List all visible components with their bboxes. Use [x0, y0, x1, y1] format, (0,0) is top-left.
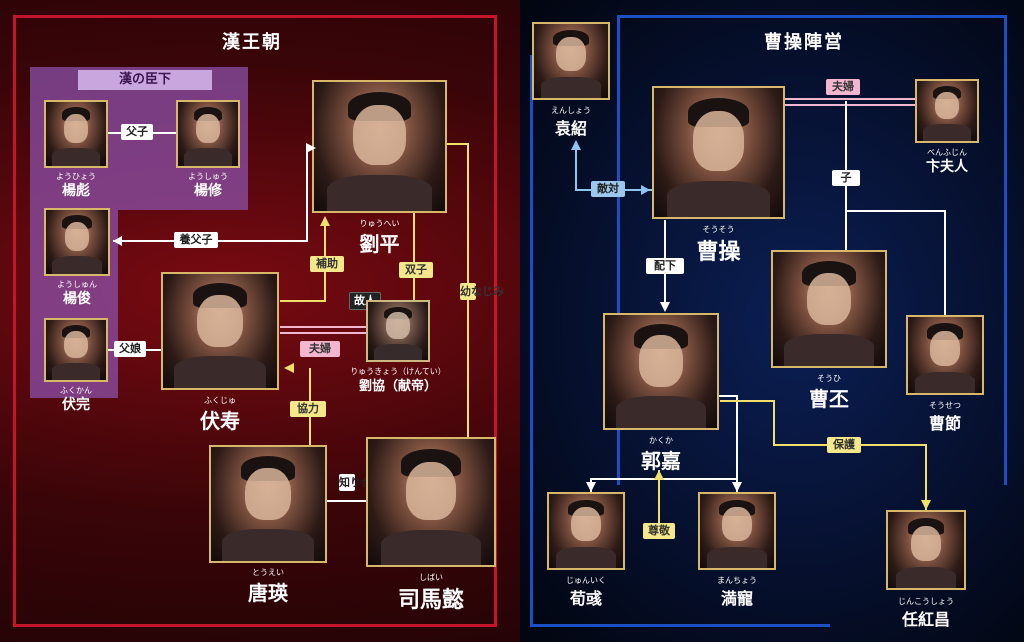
tag-childhood-friends: 幼なじみ — [460, 283, 504, 300]
name-yang-biao: 楊彪 — [62, 183, 90, 199]
line-couple-han-2 — [280, 332, 366, 334]
name-sima-yi: 司馬懿 — [397, 587, 464, 613]
line-child-h — [845, 210, 945, 212]
tag-couple-cao: 夫婦 — [826, 79, 860, 95]
line-protect-h1 — [720, 400, 775, 402]
line-subordinate-man — [736, 395, 738, 492]
line-assist-h — [280, 300, 326, 302]
portrait-fu-wan — [44, 318, 108, 382]
portrait-lady-bian — [915, 79, 979, 143]
ruby-yang-biao: ようひょう — [56, 172, 96, 181]
line-subordinate-h — [590, 478, 738, 480]
name-yang-jun: 楊俊 — [63, 291, 91, 307]
name-man-chong: 満寵 — [720, 589, 753, 608]
name-cao-cao: 曹操 — [696, 239, 741, 265]
tag-adoptive: 養父子 — [174, 232, 218, 248]
tag-acquainted: 知り合う — [339, 474, 383, 491]
name-liu-xie: 劉協（献帝） — [358, 379, 437, 394]
portrait-cao-jie — [906, 315, 984, 395]
portrait-yang-xiu — [176, 100, 240, 168]
name-fu-wan: 伏完 — [62, 397, 90, 413]
portrait-yang-biao — [44, 100, 108, 168]
han-dynasty-title: 漢王朝 — [222, 32, 282, 53]
ruby-sima-yi: しばい — [419, 573, 443, 582]
line-couple-han-1 — [280, 326, 366, 328]
line-child-v2 — [944, 210, 946, 315]
ruby-man-chong: まんちょう — [717, 576, 757, 585]
ruby-guo-jia: かくか — [649, 436, 673, 445]
ruby-lady-bian: べんふじん — [927, 148, 967, 157]
tag-father-son: 父子 — [121, 124, 153, 140]
tag-couple-han: 夫婦 — [300, 341, 340, 357]
ruby-yuan-shao: えんしょう — [551, 106, 591, 115]
ruby-cao-cao: そうそう — [702, 225, 735, 234]
portrait-guo-jia — [603, 313, 719, 430]
ruby-fu-shou: ふくじゅ — [204, 396, 236, 405]
tag-hostile: 敵対 — [591, 181, 625, 197]
name-lady-bian: 卞夫人 — [926, 159, 968, 175]
cao-camp-frame-lower — [530, 55, 830, 627]
ruby-cao-pi: そうひ — [817, 374, 841, 383]
tag-child: 子 — [832, 170, 860, 186]
portrait-tang-ying — [209, 445, 327, 563]
portrait-cao-cao — [652, 86, 785, 219]
name-xun-yu: 荀彧 — [569, 589, 602, 608]
name-ren-hongchang: 任紅昌 — [901, 610, 950, 629]
tag-subordinate: 配下 — [646, 258, 684, 274]
portrait-liu-ping — [312, 80, 447, 213]
name-cao-jie: 曹節 — [928, 414, 961, 433]
cao-camp-title: 曹操陣営 — [764, 32, 844, 53]
portrait-cao-pi — [771, 250, 887, 368]
ruby-liu-ping: りゅうへい — [359, 219, 400, 228]
line-hostile-v — [575, 148, 577, 190]
ruby-fu-wan: ふくかん — [60, 386, 92, 395]
line-couple-cao-1 — [785, 98, 915, 100]
cao-camp-frame-upper — [617, 15, 1007, 485]
name-yuan-shao: 袁紹 — [554, 119, 587, 138]
tag-father-daughter: 父娘 — [114, 341, 146, 357]
ruby-cao-jie: そうせつ — [929, 401, 961, 410]
ruby-xun-yu: じゅんいく — [566, 576, 606, 585]
name-guo-jia: 郭嘉 — [641, 449, 681, 473]
portrait-yuan-shao — [532, 22, 610, 100]
portrait-liu-xie — [366, 300, 430, 362]
han-dynasty-frame — [13, 15, 497, 627]
line-protect-v — [773, 400, 775, 446]
ruby-tang-ying: とうえい — [252, 568, 284, 577]
name-liu-ping: 劉平 — [359, 232, 400, 256]
line-twins — [413, 212, 415, 300]
line-couple-cao-2 — [785, 104, 915, 106]
name-yang-xiu: 楊修 — [194, 183, 222, 199]
line-adoptive-up — [306, 148, 308, 242]
portrait-xun-yu — [547, 492, 625, 570]
name-cao-pi: 曹丕 — [809, 387, 849, 411]
tag-cooperate: 協力 — [290, 401, 326, 417]
line-respect — [658, 470, 660, 532]
line-subordinate-xun — [590, 478, 592, 492]
line-acquainted — [326, 500, 368, 502]
ruby-ren-hongchang: じんこうしょう — [898, 597, 954, 606]
portrait-man-chong — [698, 492, 776, 570]
tag-assist: 補助 — [310, 256, 344, 272]
ruby-yang-jun: ようしゅん — [57, 280, 97, 289]
ruby-liu-xie: りゅうきょう（けんてい） — [350, 367, 446, 376]
name-fu-shou: 伏寿 — [200, 409, 240, 433]
portrait-fu-shou — [161, 272, 279, 390]
line-childhood-top — [446, 143, 468, 145]
line-subordinate-man-h — [716, 395, 738, 397]
portrait-ren-hongchang — [886, 510, 966, 590]
line-protect-v2 — [925, 444, 927, 510]
ruby-yang-xiu: ようしゅう — [188, 172, 228, 181]
tag-twins: 双子 — [399, 262, 433, 278]
portrait-sima-yi — [366, 437, 496, 567]
han-vassals-title: 漢の臣下 — [78, 70, 212, 90]
tag-protect: 保護 — [827, 437, 861, 453]
portrait-yang-jun — [44, 208, 110, 276]
tag-respect: 尊敬 — [643, 523, 675, 539]
name-tang-ying: 唐瑛 — [248, 581, 288, 605]
